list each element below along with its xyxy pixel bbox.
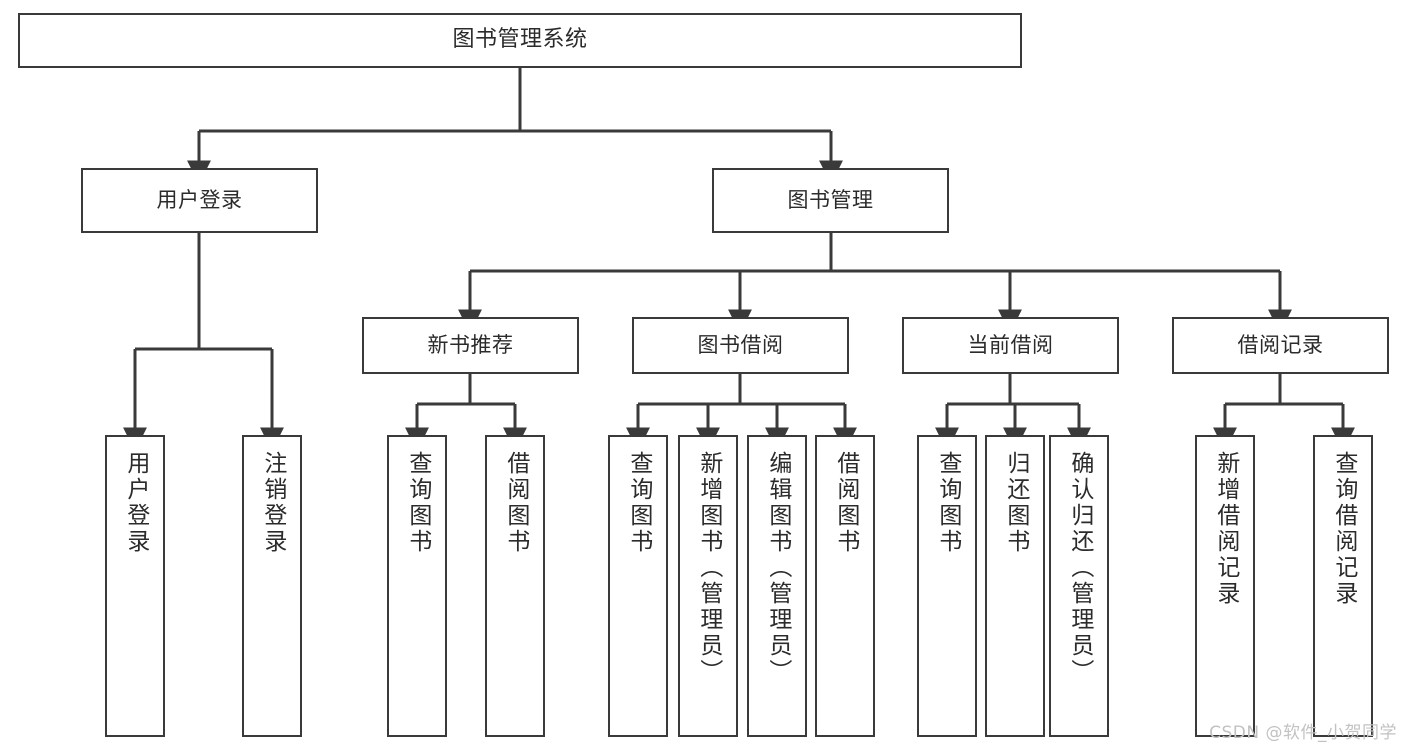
node-leaf-borrow-book-rec-label: 借阅图书 <box>502 451 529 555</box>
node-current-borrow[interactable]: 当前借阅 <box>902 317 1119 374</box>
node-book-manage[interactable]: 图书管理 <box>712 168 949 233</box>
node-leaf-query-book-rec-label: 查询图书 <box>404 451 431 555</box>
node-book-borrow[interactable]: 图书借阅 <box>632 317 849 374</box>
node-leaf-return-book[interactable]: 归还图书 <box>985 435 1045 737</box>
node-leaf-confirm-return-admin-label: 确认归还（管理员） <box>1066 451 1093 685</box>
node-user-login-label: 用户登录 <box>156 187 243 212</box>
node-leaf-query-borrow-record-label: 查询借阅记录 <box>1330 451 1357 607</box>
node-leaf-query-borrow-record[interactable]: 查询借阅记录 <box>1313 435 1373 737</box>
node-leaf-user-login-label: 用户登录 <box>122 451 149 555</box>
node-leaf-add-borrow-record-label: 新增借阅记录 <box>1212 451 1239 607</box>
node-leaf-edit-book-admin[interactable]: 编辑图书（管理员） <box>747 435 807 737</box>
node-leaf-query-book-rec[interactable]: 查询图书 <box>387 435 447 737</box>
node-user-login[interactable]: 用户登录 <box>81 168 318 233</box>
node-new-book-recommend[interactable]: 新书推荐 <box>362 317 579 374</box>
node-leaf-borrow-book-rec[interactable]: 借阅图书 <box>485 435 545 737</box>
node-borrow-record[interactable]: 借阅记录 <box>1172 317 1389 374</box>
node-leaf-return-book-label: 归还图书 <box>1002 451 1029 555</box>
node-root[interactable]: 图书管理系统 <box>18 13 1022 68</box>
node-leaf-borrow-book-bor-label: 借阅图书 <box>832 451 859 555</box>
node-leaf-add-borrow-record[interactable]: 新增借阅记录 <box>1195 435 1255 737</box>
node-leaf-query-book-bor[interactable]: 查询图书 <box>608 435 668 737</box>
node-leaf-user-login[interactable]: 用户登录 <box>105 435 165 737</box>
node-root-label: 图书管理系统 <box>452 27 588 53</box>
node-leaf-borrow-book-bor[interactable]: 借阅图书 <box>815 435 875 737</box>
node-leaf-query-book-cur[interactable]: 查询图书 <box>917 435 977 737</box>
node-leaf-user-logout-label: 注销登录 <box>259 451 286 555</box>
node-book-manage-label: 图书管理 <box>787 187 874 212</box>
node-book-borrow-label: 图书借阅 <box>697 332 784 357</box>
node-current-borrow-label: 当前借阅 <box>967 332 1054 357</box>
node-leaf-confirm-return-admin[interactable]: 确认归还（管理员） <box>1049 435 1109 737</box>
node-borrow-record-label: 借阅记录 <box>1237 332 1324 357</box>
node-new-book-recommend-label: 新书推荐 <box>427 332 514 357</box>
node-leaf-query-book-cur-label: 查询图书 <box>934 451 961 555</box>
node-leaf-add-book-admin-label: 新增图书（管理员） <box>695 451 722 685</box>
node-leaf-edit-book-admin-label: 编辑图书（管理员） <box>764 451 791 685</box>
node-leaf-add-book-admin[interactable]: 新增图书（管理员） <box>678 435 738 737</box>
node-leaf-user-logout[interactable]: 注销登录 <box>242 435 302 737</box>
watermark-text: CSDN @软件_小贺同学 <box>1209 723 1397 743</box>
node-leaf-query-book-bor-label: 查询图书 <box>625 451 652 555</box>
